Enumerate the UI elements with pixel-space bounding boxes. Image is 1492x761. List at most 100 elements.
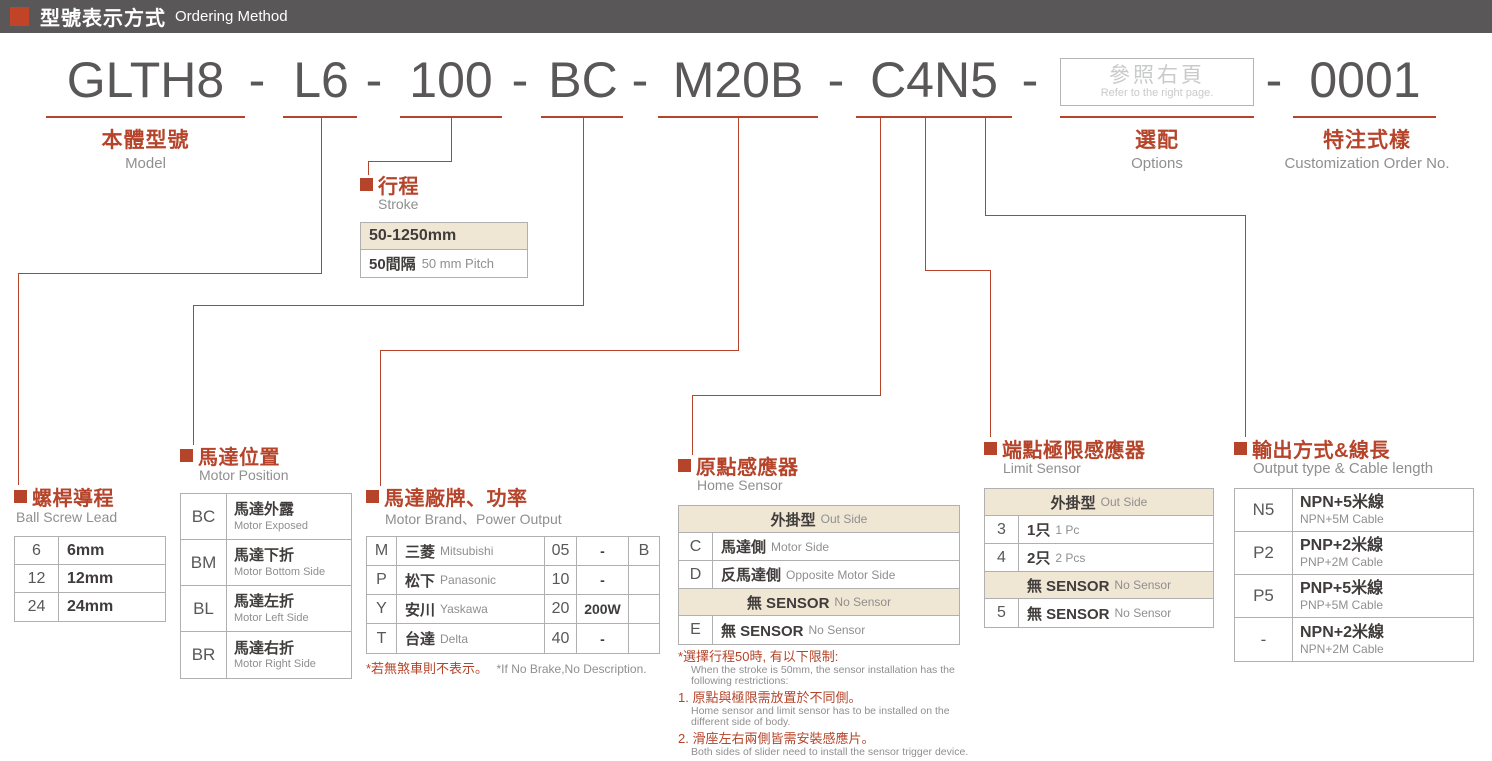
model-separator: - (248, 52, 266, 108)
group-header: 無 SENSOR No Sensor (985, 572, 1213, 598)
home-sensor-title-en: Home Sensor (697, 477, 783, 493)
table-row: 12 12mm (15, 565, 165, 593)
limit-code: 4 (985, 544, 1019, 571)
table-row: C 馬達側 Motor Side (679, 533, 959, 561)
brand-name-zh: 松下 (405, 572, 436, 590)
model-separator: - (1021, 52, 1039, 108)
model-segment-stroke: 100 (409, 52, 493, 108)
motor-pos-desc: 馬達左折 Motor Left Side (227, 586, 351, 631)
table-row: 4 2只 2 Pcs (985, 544, 1213, 572)
home-sensor-table: 外掛型 Out Side C 馬達側 Motor Side D 反馬達側 Opp… (678, 505, 960, 645)
underline-stroke (400, 116, 502, 118)
brake-code (629, 624, 659, 653)
brand-name-zh: 三菱 (405, 543, 436, 561)
model-separator: - (631, 52, 649, 108)
model-separator: - (511, 52, 529, 108)
output-title-zh: 輸出方式&線長 (1252, 440, 1390, 462)
limit-code: 3 (985, 516, 1019, 543)
limit-sensor-table: 外掛型 Out Side 3 1只 1 Pc 4 2只 2 Pcs 無 SENS… (984, 488, 1214, 628)
underline-sensor (856, 116, 1012, 118)
connector-limit-sensor (990, 270, 991, 437)
output-desc-en: PNP+5M Cable (1300, 598, 1384, 613)
underline-options (1060, 116, 1254, 118)
power-value: 200W (577, 595, 629, 623)
table-row: 3 1只 1 Pc (985, 516, 1213, 544)
options-reference-box: 參照右頁 Refer to the right page. (1060, 58, 1254, 106)
sensor-desc-zh: 無 SENSOR (721, 622, 804, 640)
connector-stroke (368, 161, 452, 162)
table-group-header: 外掛型 Out Side (679, 506, 959, 533)
note-item2-en: Both sides of slider need to install the… (691, 745, 969, 758)
motor-pos-code: BR (181, 632, 227, 678)
page-title-en: Ordering Method (175, 8, 288, 25)
motor-pos-desc: 馬達右折 Motor Right Side (227, 632, 351, 678)
connector-limit-sensor (925, 270, 991, 271)
group-header: 無 SENSOR No Sensor (679, 589, 959, 615)
motor-pos-section-title: 馬達位置 (180, 441, 280, 470)
stroke-pitch-en: 50 mm Pitch (421, 256, 494, 271)
group-header-en: No Sensor (1114, 578, 1172, 592)
table-row: 50間隔 50 mm Pitch (361, 250, 527, 277)
lead-section-title: 螺桿導程 (14, 482, 114, 511)
lead-accent-square-icon (14, 490, 27, 503)
lead-value: 24mm (67, 598, 114, 615)
group-header: 外掛型 Out Side (985, 489, 1213, 515)
connector-motor-brand (738, 118, 739, 351)
table-row: - NPN+2米線 NPN+2M Cable (1235, 618, 1473, 661)
stroke-table: 50-1250mm 50間隔 50 mm Pitch (360, 222, 528, 278)
home-sensor-section-title: 原點感應器 (678, 451, 799, 480)
brand-name-en: Delta (440, 631, 469, 646)
model-segment-motor-brand: M20B (672, 52, 804, 108)
label-model-en: Model (125, 155, 166, 173)
motor-brand-footnote: *若無煞車則不表示。 *If No Brake,No Description. (366, 658, 647, 678)
brand-name-en: Panasonic (440, 573, 497, 587)
group-header-zh: 無 SENSOR (746, 594, 830, 612)
limit-desc-en: 1 Pc (1055, 522, 1080, 537)
motor-pos-desc-zh: 馬達下折 (234, 547, 295, 565)
table-row: Y 安川 Yaskawa 20 200W (367, 595, 659, 624)
group-header-zh: 外掛型 (1050, 494, 1096, 512)
model-segment-sensor: C4N5 (870, 52, 998, 108)
motor-pos-desc-en: Motor Exposed (234, 519, 308, 532)
output-desc: PNP+5米線 PNP+5M Cable (1293, 575, 1473, 617)
brand-code: Y (367, 595, 397, 623)
model-separator: - (827, 52, 845, 108)
limit-sensor-accent-square-icon (984, 442, 997, 455)
motor-pos-code: BL (181, 586, 227, 631)
sensor-code: D (679, 561, 713, 588)
connector-motor-pos (193, 305, 584, 306)
connector-stroke (451, 118, 452, 162)
lead-title-zh: 螺桿導程 (32, 488, 114, 510)
output-desc-en: NPN+5M Cable (1300, 512, 1384, 527)
stroke-range: 50-1250mm (369, 227, 457, 244)
brand-name-en: Yaskawa (440, 602, 488, 616)
motor-brand-title-en: Motor Brand、Power Output (385, 511, 562, 527)
table-row: 5 無 SENSOR No Sensor (985, 599, 1213, 627)
note-item1-en: Home sensor and limit sensor has to be i… (691, 704, 950, 729)
note-item1-zh: 1. 原點與極限需放置於不同側。 (678, 690, 862, 706)
connector-motor-pos (193, 305, 194, 445)
output-desc: PNP+2米線 PNP+2M Cable (1293, 532, 1473, 574)
connector-stroke (368, 161, 369, 175)
table-row: 6 6mm (15, 537, 165, 565)
brand-name: 三菱 Mitsubishi (397, 537, 545, 565)
output-accent-square-icon (1234, 442, 1247, 455)
brand-code: M (367, 537, 397, 565)
model-separator: - (1265, 52, 1283, 108)
power-value: - (577, 566, 629, 594)
lead-value: 6mm (67, 541, 105, 559)
stroke-section-title: 行程 (360, 170, 419, 199)
output-desc-en: PNP+2M Cable (1300, 555, 1384, 570)
table-group-header: 無 SENSOR No Sensor (985, 572, 1213, 599)
power-code: 10 (545, 566, 577, 594)
underline-motor-brand (658, 116, 818, 118)
header-bar: 型號表示方式 Ordering Method (0, 0, 1492, 33)
underline-body (46, 116, 245, 118)
table-row: BR 馬達右折 Motor Right Side (181, 632, 351, 678)
home-sensor-accent-square-icon (678, 459, 691, 472)
options-box-zh: 參照右頁 (1109, 63, 1205, 87)
connector-output (1245, 215, 1246, 437)
lead-title-en: Ball Screw Lead (16, 509, 118, 525)
table-row: M 三菱 Mitsubishi 05 - B (367, 537, 659, 566)
